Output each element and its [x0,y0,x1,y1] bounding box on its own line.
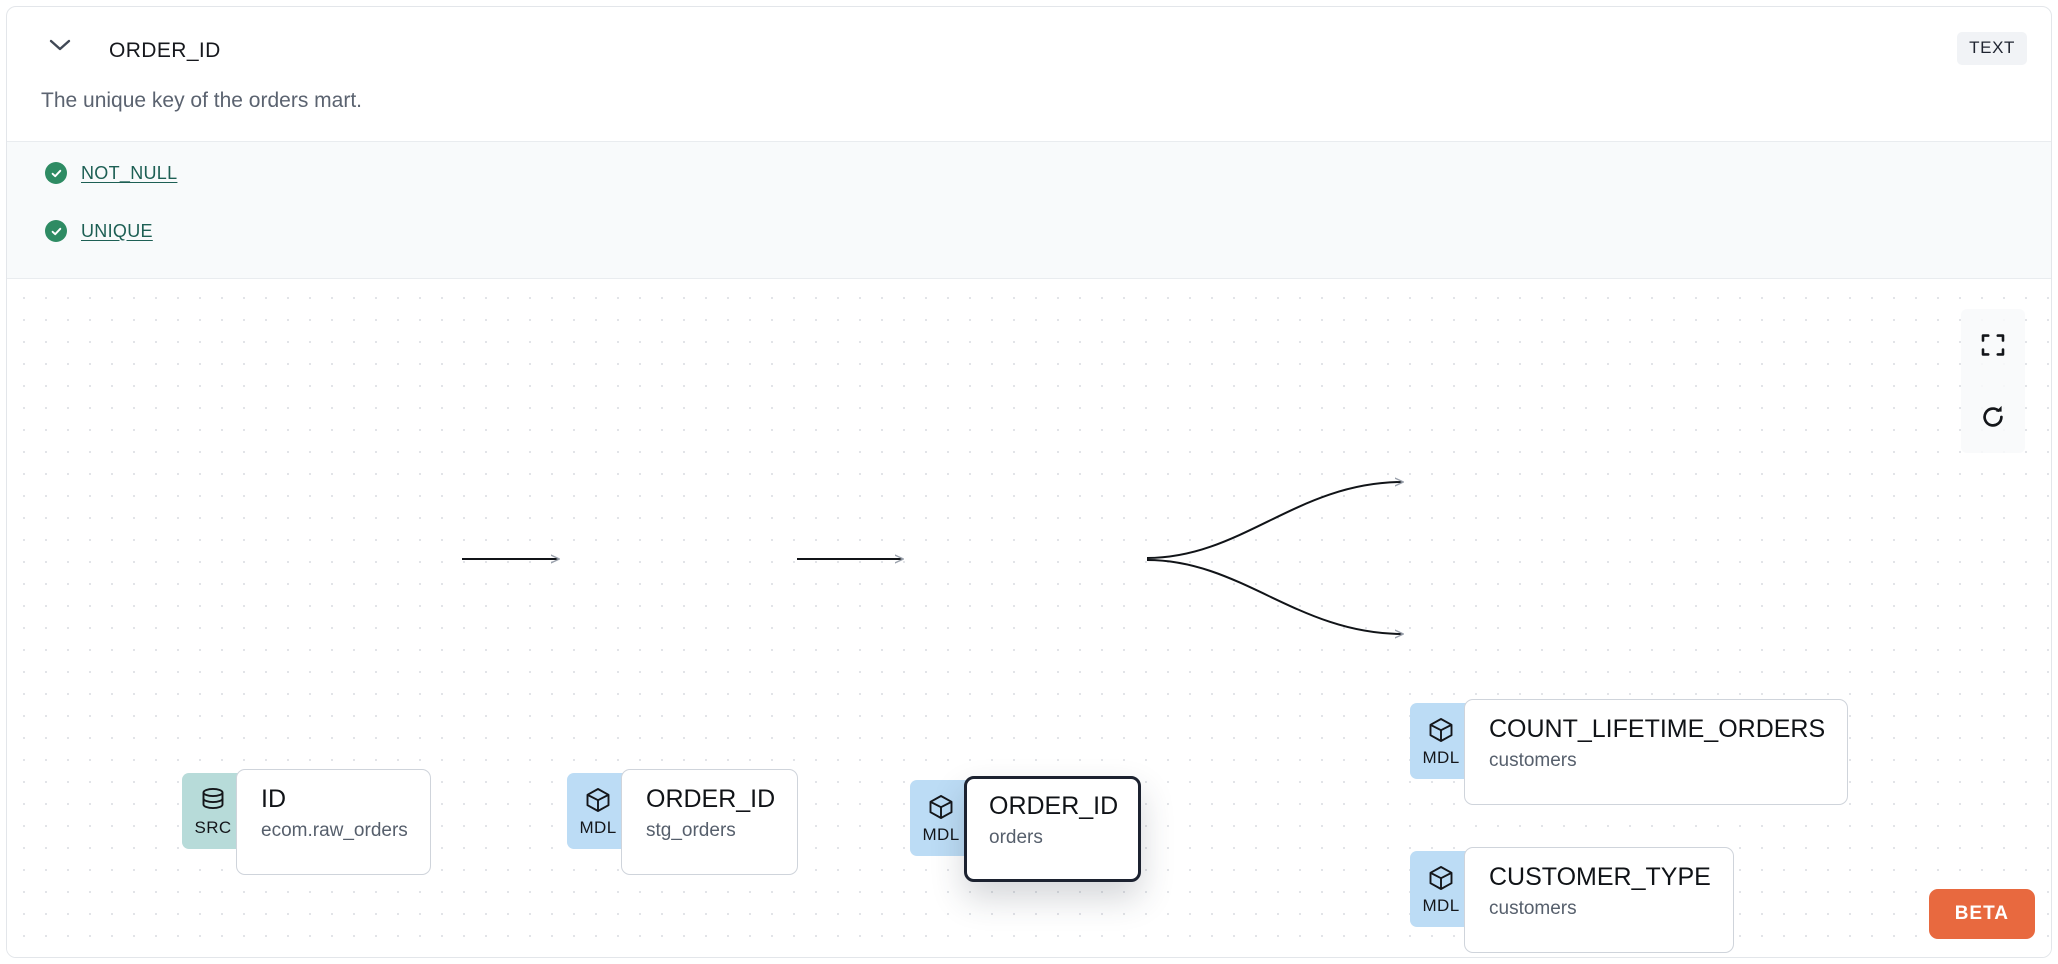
node-badge-mdl: MDL [1410,851,1472,927]
cube-icon [929,795,953,819]
node-subtitle: ecom.raw_orders [261,819,408,841]
node-card-selected[interactable]: ORDER_ID orders [964,776,1142,882]
fullscreen-icon [1981,334,2005,356]
node-subtitle: stg_orders [646,819,736,841]
test-row[interactable]: NOT_NULL [45,162,177,184]
node-card[interactable]: COUNT_LIFETIME_ORDERS customers [1464,699,1849,805]
cube-icon [586,788,610,812]
column-description: The unique key of the orders mart. [41,89,362,112]
canvas-controls [1961,309,2025,453]
node-card[interactable]: ID ecom.raw_orders [236,769,431,875]
node-card[interactable]: CUSTOMER_TYPE customers [1464,847,1734,953]
node-badge-mdl: MDL [567,773,629,849]
node-subtitle: customers [1489,897,1577,919]
lineage-node-src-id[interactable]: SRC ID ecom.raw_orders [182,769,431,875]
node-title: COUNT_LIFETIME_ORDERS [1489,715,1826,743]
lineage-node-customer-type[interactable]: MDL CUSTOMER_TYPE customers [1410,847,1734,953]
lineage-node-orders-order-id[interactable]: MDL ORDER_ID orders [910,776,1142,882]
node-subtitle: orders [989,826,1043,848]
node-card[interactable]: ORDER_ID stg_orders [621,769,799,875]
refresh-icon [1983,405,2003,427]
lineage-node-stg-order-id[interactable]: MDL ORDER_ID stg_orders [567,769,799,875]
lineage-edges [462,279,2052,958]
node-title: ID [261,785,286,813]
edge-orders-to-count [1146,482,1403,559]
node-badge-mdl: MDL [1410,703,1472,779]
column-detail-panel: ORDER_ID TEXT The unique key of the orde… [6,6,2052,958]
database-icon [202,787,224,810]
lineage-node-count-lifetime-orders[interactable]: MDL COUNT_LIFETIME_ORDERS customers [1410,699,1849,805]
chevron-down-icon[interactable] [47,37,73,53]
check-circle-icon [45,220,67,242]
node-title: ORDER_ID [989,792,1119,820]
data-type-badge: TEXT [1957,32,2027,65]
node-badge-label: MDL [922,825,960,844]
cube-icon [1429,718,1453,742]
node-badge-label: MDL [1422,748,1460,767]
fit-view-button[interactable] [1961,309,2025,381]
node-badge-label: MDL [579,818,617,837]
beta-badge[interactable]: BETA [1928,889,2035,939]
test-link-unique[interactable]: UNIQUE [81,220,153,241]
tests-section: NOT_NULL UNIQUE [7,141,2051,279]
check-circle-icon [45,162,67,184]
test-link-not-null[interactable]: NOT_NULL [81,162,178,183]
node-title: ORDER_ID [646,785,776,813]
edge-orders-to-customer-type [1146,559,1403,634]
node-badge-label: SRC [194,818,232,837]
node-badge-src: SRC [182,773,244,849]
test-row[interactable]: UNIQUE [45,220,153,242]
cube-icon [1429,866,1453,890]
page-title: ORDER_ID [109,39,221,62]
lineage-canvas[interactable]: SRC ID ecom.raw_orders MDL ORDER_ID stg_… [7,279,2052,958]
node-title: CUSTOMER_TYPE [1489,863,1711,891]
node-badge-mdl: MDL [910,780,972,856]
node-subtitle: customers [1489,749,1577,771]
panel-header: ORDER_ID TEXT [7,7,2051,79]
node-badge-label: MDL [1422,896,1460,915]
reset-button[interactable] [1961,381,2025,453]
